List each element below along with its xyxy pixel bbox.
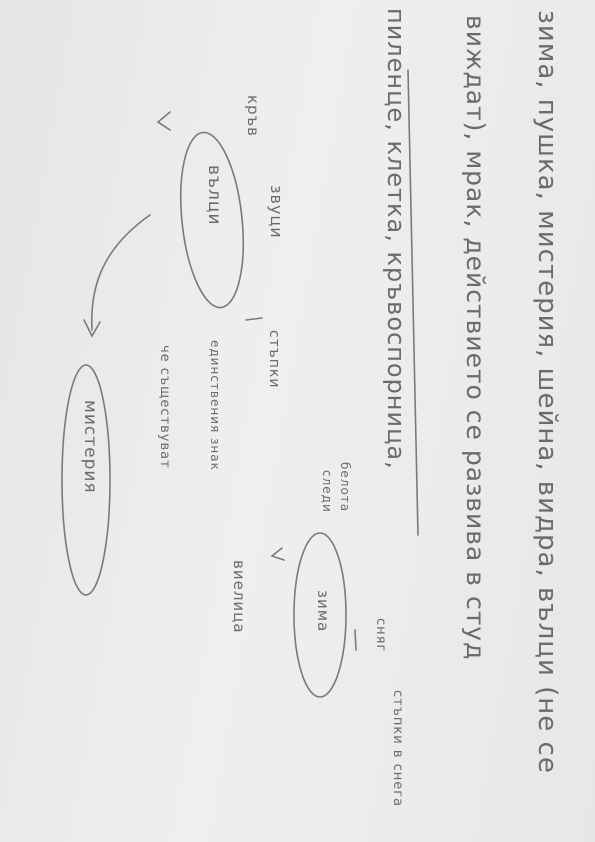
tracks-label: следи	[320, 470, 334, 513]
winter-label: зима	[314, 590, 332, 633]
note-line1: зима, пушка, мистерия, шейна, видра, въл…	[532, 10, 562, 774]
blood-label: кръв	[244, 95, 262, 138]
wolves-label: вълци	[204, 165, 224, 226]
sounds-label: звуци	[267, 185, 286, 239]
that-exist-label: че съществуват	[157, 345, 172, 469]
arrow-howling	[270, 547, 285, 561]
mystery-label: мистерия	[80, 400, 100, 494]
winter-ellipse	[293, 532, 347, 698]
white-label: белота	[338, 462, 352, 513]
howling-label: виелица	[230, 560, 248, 634]
mystery-ellipse	[61, 364, 111, 596]
snow-traces-label: стъпки в снега	[390, 690, 405, 808]
snow-label: сняг	[373, 618, 388, 653]
arrow-steps	[245, 317, 263, 321]
arrow-top-left	[156, 111, 171, 131]
arrow-wolves-to-mystery	[90, 214, 151, 331]
note-line2: виждат), мрак, действието се развива в с…	[461, 15, 490, 661]
steps-label: стъпки	[266, 330, 282, 389]
note-line3: пиленце, клетка, кръвоспорница,	[382, 8, 410, 470]
arrow-snow	[354, 629, 357, 651]
arrowhead-mystery	[83, 319, 101, 338]
wolves-ellipse	[179, 131, 245, 309]
single-sign-label: единствения знак	[208, 340, 222, 471]
underline-line3	[407, 69, 419, 536]
